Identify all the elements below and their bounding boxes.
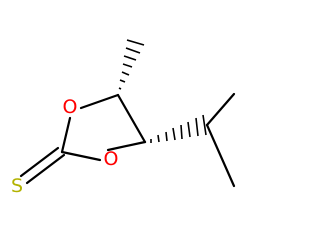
bond-c2-s-line-1 xyxy=(25,153,66,185)
bond-isopropyl-upper-methyl xyxy=(205,92,236,127)
molecule-structure: O O S xyxy=(11,39,236,197)
atom-label-o-ring-upper: O xyxy=(63,96,78,118)
hashed-wedge-bond-methyl xyxy=(118,39,145,90)
atom-label-s-thione: S xyxy=(11,175,23,197)
bond-isopropyl-lower-methyl xyxy=(205,123,236,188)
atom-label-o-ring-lower: O xyxy=(104,148,119,170)
bond-o-upper-c2 xyxy=(60,116,72,154)
bond-c2-o-lower xyxy=(60,150,102,162)
bond-o-lower-c5 xyxy=(106,140,147,152)
hashed-wedge-bond-isopropyl xyxy=(150,114,207,143)
bond-c2-s-line-2 xyxy=(19,146,60,178)
bond-c5-c4 xyxy=(116,93,147,144)
bond-c4-o-upper xyxy=(79,93,120,110)
